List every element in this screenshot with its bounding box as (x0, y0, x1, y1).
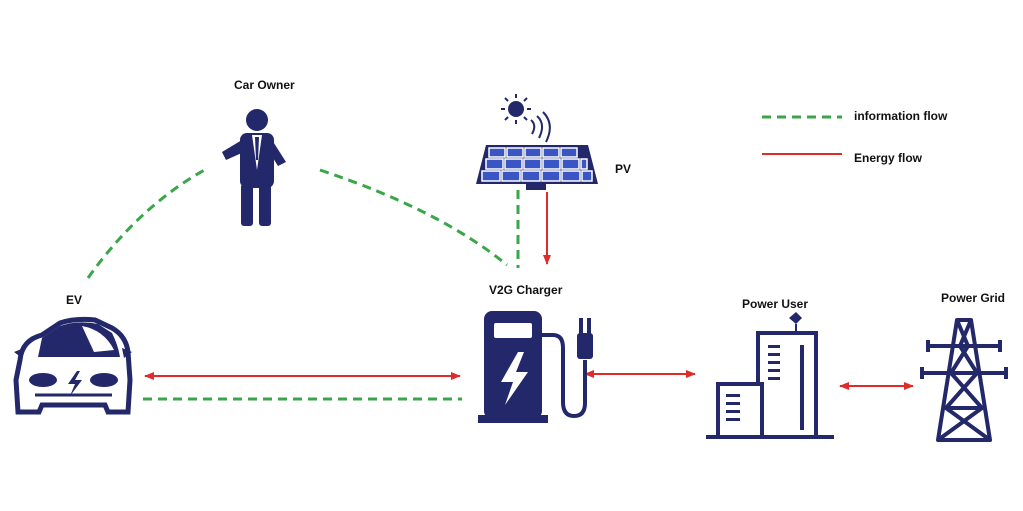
info-flow-owner-charger (319, 168, 508, 267)
charger-icon (478, 311, 593, 423)
legend-information-flow-label: information flow (854, 109, 948, 123)
power-grid-node: Power Grid (920, 291, 1008, 442)
transmission-tower-icon (920, 318, 1008, 442)
legend: information flow Energy flow (762, 109, 948, 165)
power-user-label: Power User (742, 297, 808, 311)
legend-energy-flow-label: Energy flow (854, 151, 923, 165)
info-flow-ev-owner (86, 166, 209, 279)
pv-node: PV (476, 94, 631, 190)
power-grid-label: Power Grid (941, 291, 1005, 305)
sun-icon (501, 94, 551, 143)
car-icon (13, 316, 133, 415)
ev-label: EV (66, 293, 82, 307)
energy-flows (144, 192, 914, 390)
power-user-node: Power User (706, 297, 834, 439)
solar-panel-icon (476, 145, 598, 190)
person-icon (222, 109, 286, 226)
ev-node: EV (13, 293, 133, 415)
v2g-charger-label: V2G Charger (489, 283, 563, 297)
car-owner-node: Car Owner (222, 78, 295, 226)
car-owner-label: Car Owner (234, 78, 295, 92)
building-icon (706, 312, 834, 439)
v2g-charger-node: V2G Charger (478, 283, 593, 423)
pv-label: PV (615, 162, 631, 176)
information-flows (86, 166, 520, 401)
